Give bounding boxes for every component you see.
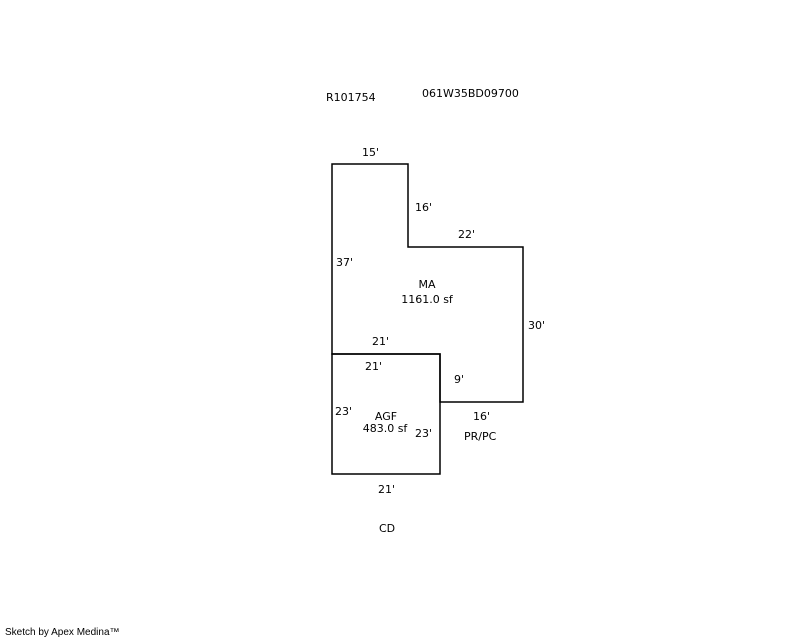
dim-garage-left: 23' (335, 405, 352, 418)
dim-main-left: 37' (336, 256, 353, 269)
dim-main-right: 30' (528, 319, 545, 332)
dim-main-bottom-left: 21' (372, 335, 389, 348)
deck-annotation: CD (379, 522, 395, 535)
dim-garage-top: 21' (365, 360, 382, 373)
garage-area-code: AGF (375, 410, 397, 423)
dim-main-top: 15' (362, 146, 379, 159)
sketch-credit: Sketch by Apex Medina™ (5, 627, 120, 638)
map-tax-lot: 061W35BD09700 (422, 87, 519, 100)
dim-main-notch-vertical: 16' (415, 201, 432, 214)
dim-main-bottom-right: 16' (473, 410, 490, 423)
dim-main-step-top: 22' (458, 228, 475, 241)
main-area-size: 1161.0 sf (401, 293, 454, 306)
main-area-code: MA (418, 278, 435, 291)
dim-garage-right: 23' (415, 427, 432, 440)
garage-outline (331, 353, 441, 475)
porch-annotation: PR/PC (464, 430, 497, 443)
garage-area-size: 483.0 sf (363, 422, 409, 435)
account-id: R101754 (326, 91, 376, 104)
dim-garage-bottom: 21' (378, 483, 395, 496)
dim-main-notch-bottom-vertical: 9' (454, 373, 464, 386)
